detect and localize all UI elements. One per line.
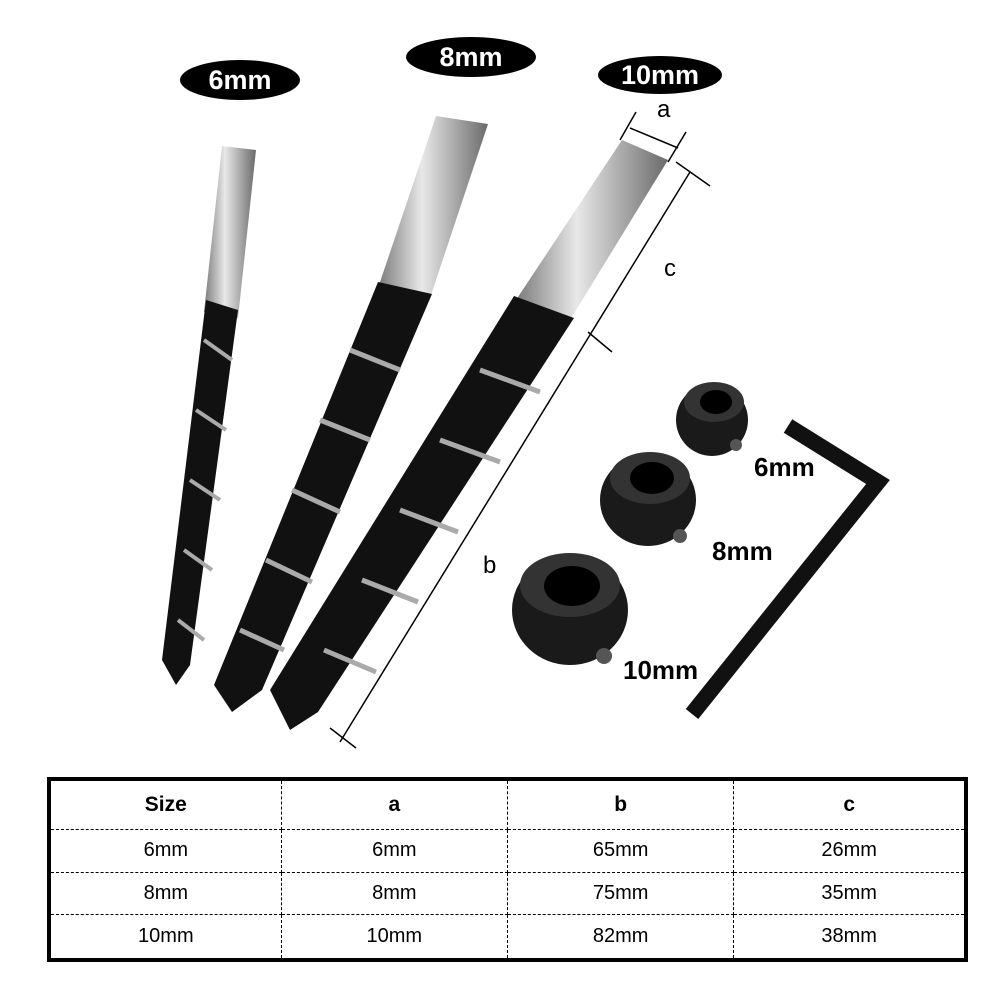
collar-label-6mm: 6mm: [754, 452, 815, 482]
dimension-label-c: c: [664, 255, 676, 282]
header-a: a: [280, 779, 508, 830]
collar-label-10mm: 10mm: [623, 655, 699, 685]
table-cell: 10mm: [48, 914, 282, 961]
bit-label-10mm: 10mm: [598, 56, 722, 94]
header-c: c: [733, 779, 967, 830]
drill-bit-6mm: [162, 146, 256, 685]
stop-collar-10mm: [512, 553, 628, 665]
bit-label-8mm: 8mm: [406, 37, 536, 77]
table-cell: 75mm: [506, 871, 735, 916]
table-cell: 8mm: [280, 871, 508, 916]
header-b: b: [506, 779, 735, 830]
stop-collar-8mm: [600, 452, 696, 546]
table-cell: 6mm: [280, 829, 508, 873]
table-cell: 26mm: [733, 829, 967, 873]
table-row: 10mm 10mm 82mm 38mm: [48, 914, 967, 961]
table-row: 8mm 8mm 75mm 35mm: [48, 871, 967, 916]
stop-collar-6mm: [676, 382, 748, 456]
table-cell: 82mm: [506, 914, 735, 961]
size-table: Size a b c 6mm 6mm 65mm 26mm 8mm 8mm 75m…: [47, 777, 968, 962]
drill-bit-10mm: [270, 140, 668, 730]
table-cell: 65mm: [506, 829, 735, 873]
table-cell: 8mm: [48, 871, 282, 916]
dimension-lines: [329, 111, 711, 749]
table-header-row: Size a b c: [48, 779, 967, 830]
table-row: 6mm 6mm 65mm 26mm: [48, 829, 967, 873]
bit-label-6mm: 6mm: [180, 60, 300, 100]
header-size: Size: [48, 779, 282, 830]
hex-key: [685, 419, 890, 720]
collar-label-8mm: 8mm: [712, 536, 773, 566]
drill-bit-8mm: [214, 116, 488, 712]
table-cell: 38mm: [733, 914, 967, 961]
table-cell: 6mm: [48, 829, 282, 873]
table-cell: 35mm: [733, 871, 967, 916]
dimension-label-b: b: [483, 552, 497, 579]
product-illustration: [162, 111, 890, 749]
dimension-label-a: a: [657, 96, 671, 123]
table-cell: 10mm: [280, 914, 508, 961]
